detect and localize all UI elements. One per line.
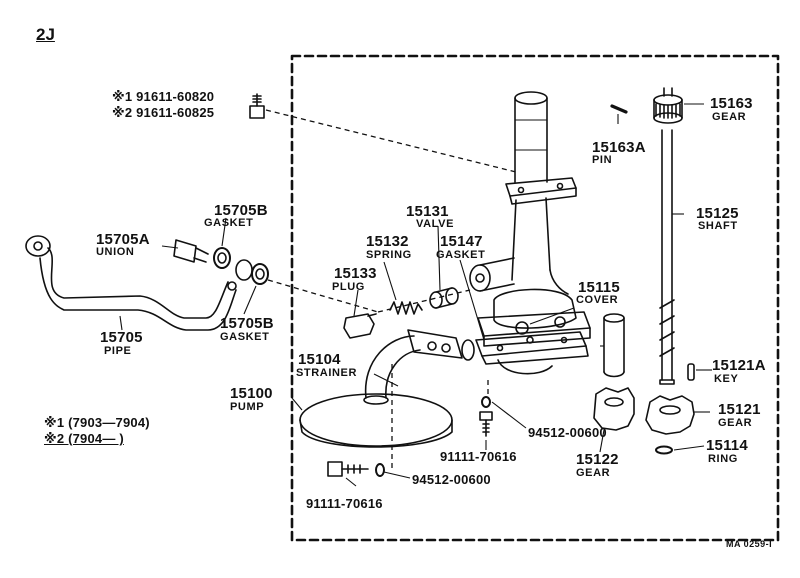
gear-15121-illustration [645,395,695,435]
ring-15114-illustration [655,445,673,455]
gear-15122-illustration [593,387,635,431]
label-15115-number: 15115 [578,279,620,296]
footer-code: MA 0259-I [726,539,773,549]
gear-15163-illustration [653,87,683,124]
label-15147-name: GASKET [436,249,486,261]
label-15132-name: SPRING [366,249,412,261]
strainer-illustration [299,329,475,448]
label-15104-number: 15104 [298,351,341,368]
label-15131-number: 15131 [406,203,449,220]
code-bolt-right: 91111-70616 [440,449,517,464]
section-tag: 2J [36,25,55,44]
bolt-ref-1: ※1 91611-60820 [112,89,215,104]
label-15147-number: 15147 [440,233,483,250]
label-15122-name: GEAR [576,467,611,479]
label-15705-name: PIPE [104,345,132,357]
valve-15131-illustration [429,287,459,309]
pump-body-illustration [469,91,591,375]
label-15100-name: PUMP [230,401,265,413]
plug-15133-illustration [343,313,377,339]
gasket-15705b-top-illustration [213,247,231,269]
pin-15163a-illustration [610,104,628,114]
label-15125-number: 15125 [696,205,739,222]
legend-line-2: ※2 (7904— ) [44,431,124,446]
label-15132-number: 15132 [366,233,409,250]
label-15705-number: 15705 [100,329,143,346]
bolt-91611-illustration [249,93,265,119]
pipe-15705-illustration [25,235,237,331]
label-15705b-bottom-number: 15705B [220,315,274,332]
code-bolt-bottom: 91111-70616 [306,496,383,511]
key-15121a-illustration [687,363,695,381]
label-15163a-name: PIN [592,154,613,166]
label-15114-name: RING [708,453,738,465]
bolt-91111-bottom-illustration [327,461,369,477]
bolt-91111-right-illustration [479,411,493,437]
label-15133-name: PLUG [332,281,365,293]
code-washer-right: 94512-00600 [528,425,607,440]
washer-94512-bottom-illustration [375,463,385,477]
label-15705b-top-number: 15705B [214,202,268,219]
label-15121-number: 15121 [718,401,761,418]
label-15125-name: SHAFT [698,220,738,232]
label-15121-name: GEAR [718,417,753,429]
label-15163-number: 15163 [710,95,753,112]
label-15122-number: 15122 [576,451,619,468]
label-15115-name: COVER [576,294,619,306]
label-15131-name: VALVE [416,218,455,230]
code-washer-bottom: 94512-00600 [412,472,491,487]
shaft-illustration [659,129,675,385]
label-15100-number: 15100 [230,385,273,402]
label-15705b-bottom-name: GASKET [220,331,270,343]
gasket-15705b-bottom-illustration [251,263,269,285]
cover-sleeve-illustration [603,313,625,378]
label-15163-name: GEAR [712,111,747,123]
washer-94512-right-illustration [481,396,491,408]
assembly-boundary [290,54,780,542]
bolt-ref-2: ※2 91611-60825 [112,105,215,120]
label-15705a-number: 15705A [96,231,150,248]
spring-15132-illustration [389,301,423,315]
label-15121a-name: KEY [714,373,739,385]
legend-line-1: ※1 (7903—7904) [44,415,150,430]
label-15104-name: STRAINER [296,367,358,379]
union-15705a-illustration [173,239,209,263]
label-15121a-number: 15121A [712,357,766,374]
label-15133-number: 15133 [334,265,377,282]
label-15163a-number: 15163A [592,139,646,156]
label-15114-number: 15114 [706,437,748,454]
label-15705b-top-name: GASKET [204,217,254,229]
label-15705a-name: UNION [96,246,135,258]
